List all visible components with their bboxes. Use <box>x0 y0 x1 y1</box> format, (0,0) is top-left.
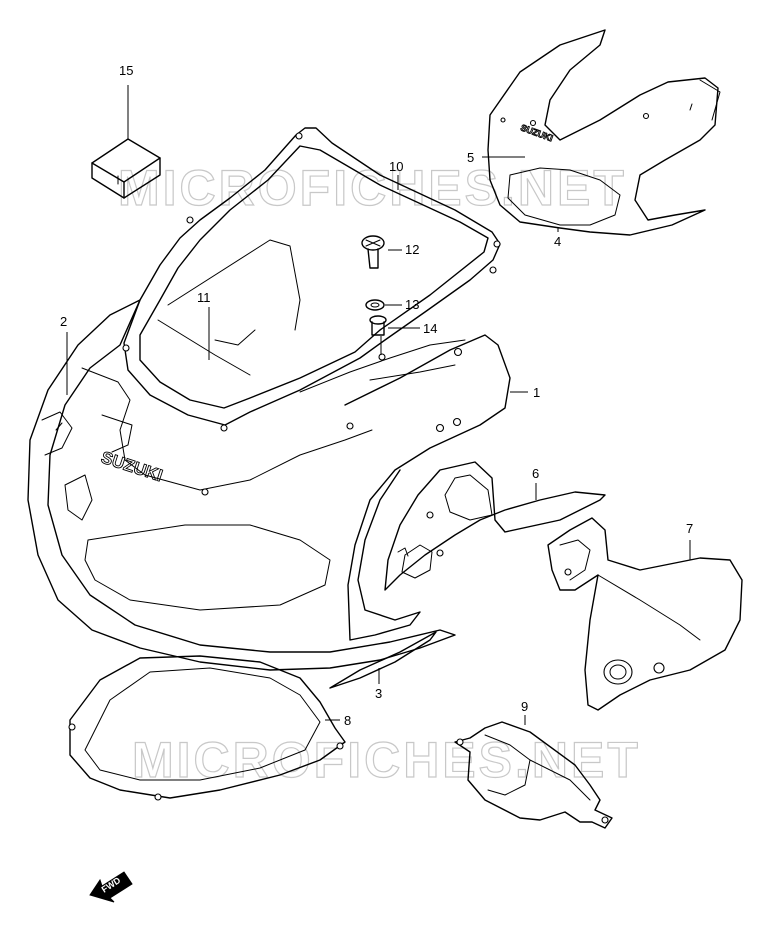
part-12-screw <box>361 235 385 269</box>
part-14-nut <box>369 315 387 336</box>
part-8-under-cowling <box>68 655 346 801</box>
watermark-bottom: MICROFICHES.NET <box>132 732 641 788</box>
callout-2: 2 <box>60 314 67 329</box>
part-2-upper-cowling: SUZUKI <box>27 299 456 671</box>
callout-4: 4 <box>554 234 561 249</box>
leader-lines <box>66 85 691 725</box>
part-13-washer <box>365 299 385 311</box>
callout-labels: 15 2 11 10 12 13 14 5 4 1 6 7 3 8 9 <box>60 63 693 728</box>
part-6-inner-panel <box>384 461 606 591</box>
fwd-arrow-icon: FWD <box>89 871 133 903</box>
callout-14: 14 <box>423 321 437 336</box>
callout-13: 13 <box>405 297 419 312</box>
callout-3: 3 <box>375 686 382 701</box>
callout-12: 12 <box>405 242 419 257</box>
part-15-label-box <box>91 138 161 199</box>
callout-7: 7 <box>686 521 693 536</box>
part-3-side-strip <box>329 631 437 689</box>
callout-5: 5 <box>467 150 474 165</box>
part-7-inner-lower-panel <box>547 517 743 711</box>
callout-10: 10 <box>389 159 403 174</box>
callout-8: 8 <box>344 713 351 728</box>
upper-cowling-brand-text: SUZUKI <box>99 448 165 486</box>
callout-11: 11 <box>197 290 211 305</box>
callout-6: 6 <box>532 466 539 481</box>
part-1-side-cowling <box>299 334 511 641</box>
part-10-windscreen <box>122 127 501 432</box>
callout-15: 15 <box>119 63 133 78</box>
callout-9: 9 <box>521 699 528 714</box>
meter-panel-brand-text: SUZUKI <box>519 122 554 143</box>
part-9-center-cover <box>454 721 613 829</box>
callout-1: 1 <box>533 385 540 400</box>
